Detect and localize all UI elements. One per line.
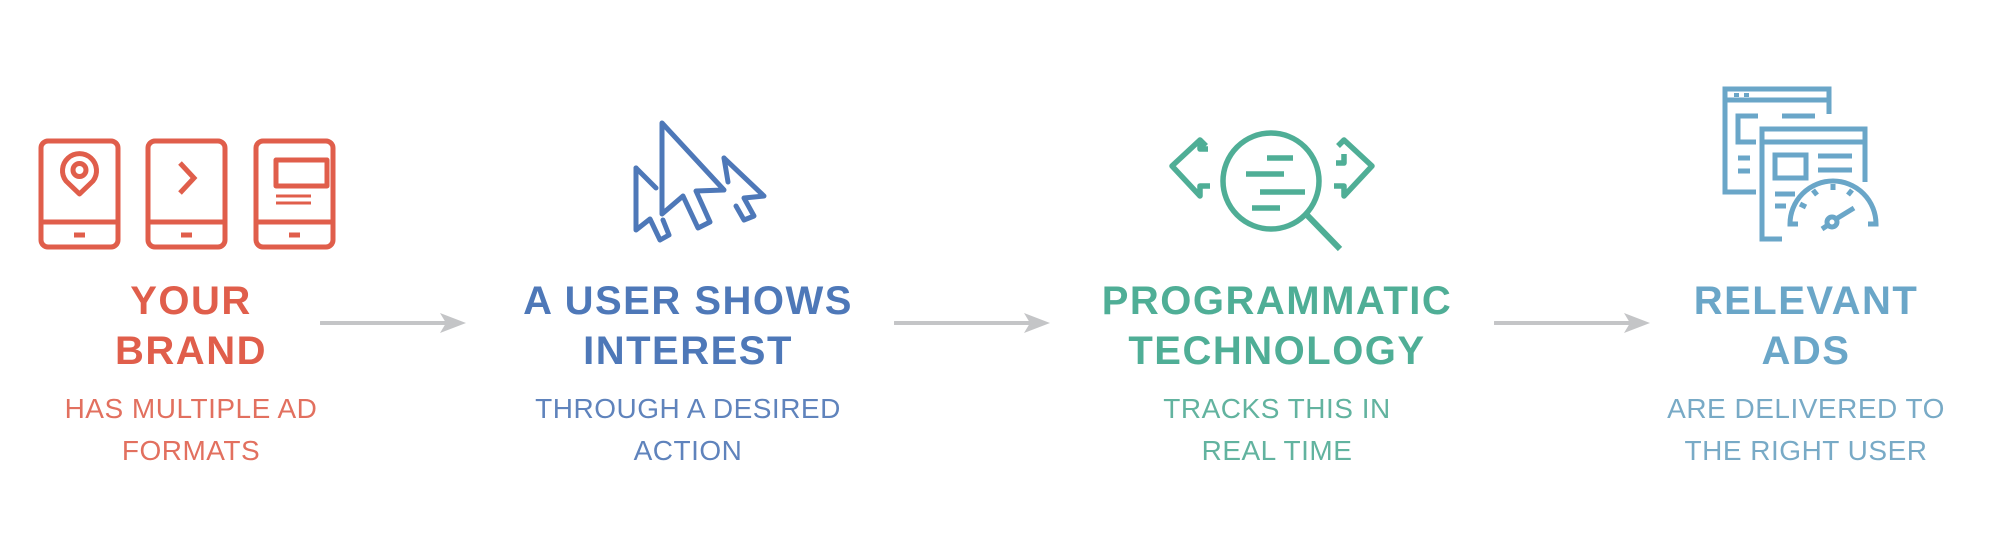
subtitle-line: HAS MULTIPLE AD [64,393,318,424]
web-pages-speedometer-icon [1722,86,1890,242]
step-2-subtitle: THROUGH A DESIRED ACTION [468,388,908,472]
step-2-title: A USER SHOWS INTEREST [468,276,908,376]
step-4-text: RELEVANT ADS ARE DELIVERED TO THE RIGHT … [1586,276,2000,472]
step-4-title: RELEVANT ADS [1586,276,2000,376]
cursor-clicks-icon [628,118,774,252]
magnifier-tracking-icon [1168,126,1376,260]
subtitle-line: THROUGH A DESIRED [535,393,841,424]
subtitle-line: REAL TIME [1201,435,1353,466]
title-line: YOUR [130,279,252,323]
subtitle-line: ARE DELIVERED TO [1667,393,1945,424]
ad-formats-tablets-icon [38,138,336,250]
arrow-right-icon [1493,310,1652,341]
arrow-right-icon [319,310,468,341]
step-3-title: PROGRAMMATIC TECHNOLOGY [1057,276,1497,376]
step-3-text: PROGRAMMATIC TECHNOLOGY TRACKS THIS IN R… [1057,276,1497,472]
step-2-text: A USER SHOWS INTEREST THROUGH A DESIRED … [468,276,908,472]
subtitle-line: TRACKS THIS IN [1163,393,1391,424]
title-line: INTEREST [583,329,793,373]
title-line: A USER SHOWS [523,279,853,323]
title-line: TECHNOLOGY [1128,329,1426,373]
step-3-subtitle: TRACKS THIS IN REAL TIME [1057,388,1497,472]
step-4-subtitle: ARE DELIVERED TO THE RIGHT USER [1586,388,2000,472]
title-line: RELEVANT [1693,279,1919,323]
subtitle-line: ACTION [633,435,743,466]
title-line: ADS [1761,329,1851,373]
subtitle-line: FORMATS [121,435,261,466]
step-1-title: YOUR BRAND [0,276,411,376]
step-1-subtitle: HAS MULTIPLE AD FORMATS [0,388,411,472]
title-line: PROGRAMMATIC [1101,279,1453,323]
subtitle-line: THE RIGHT USER [1684,435,1928,466]
title-line: BRAND [115,329,267,373]
step-1-text: YOUR BRAND HAS MULTIPLE AD FORMATS [0,276,411,472]
arrow-right-icon [893,310,1052,341]
